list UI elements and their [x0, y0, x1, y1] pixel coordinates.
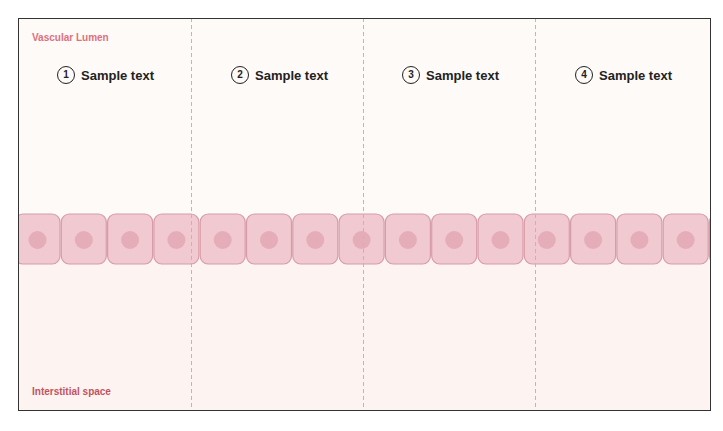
panel-text: Sample text: [255, 68, 328, 83]
interstitial-region: [18, 240, 711, 411]
endothelial-cells: [18, 214, 711, 264]
panel-text: Sample text: [426, 68, 499, 83]
endothelial-cell: [478, 214, 523, 264]
region-label: Vascular Lumen: [32, 32, 109, 43]
callout-number: 3: [408, 70, 414, 80]
endothelial-cell: [432, 214, 477, 264]
callout-number: 2: [237, 70, 243, 80]
panel-text: Sample text: [81, 68, 154, 83]
callout-circle: 3: [402, 66, 420, 84]
endothelial-cell: [524, 214, 569, 264]
callout-circle: 2: [231, 66, 249, 84]
endothelial-cell: [61, 214, 106, 264]
endothelial-cell: [339, 214, 384, 264]
endothelial-cell: [200, 214, 245, 264]
region-label: Interstitial space: [32, 386, 111, 397]
endothelial-cell: [154, 214, 199, 264]
frame: [19, 19, 711, 411]
endothelial-cell: [247, 214, 292, 264]
endothelial-cell: [18, 214, 60, 264]
lumen-region: [18, 18, 711, 240]
endothelial-cell: [663, 214, 708, 264]
endothelial-cell: [571, 214, 616, 264]
endothelial-cell: [617, 214, 662, 264]
endothelial-cell: [293, 214, 338, 264]
panel-dividers: [192, 18, 536, 411]
panel-text: Sample text: [599, 68, 672, 83]
callout-number: 1: [63, 70, 69, 80]
callout-circle: 1: [57, 66, 75, 84]
callout-circle: 4: [575, 66, 593, 84]
endothelial-cell: [385, 214, 430, 264]
endothelial-cell: [108, 214, 153, 264]
callout-number: 4: [581, 70, 587, 80]
